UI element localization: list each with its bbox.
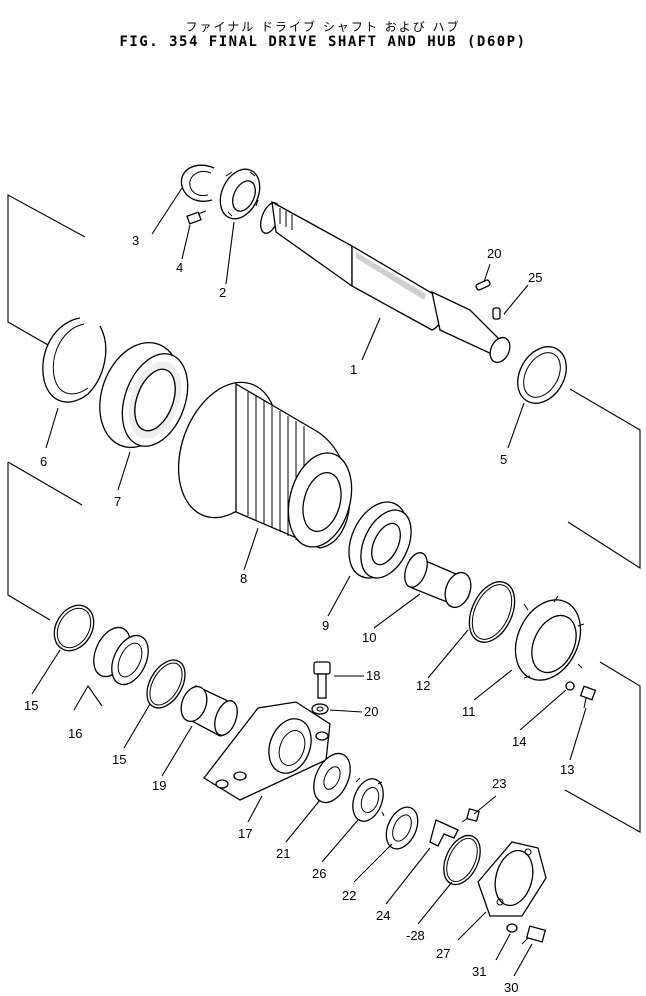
callout-29: -28 (406, 928, 425, 943)
part-20-bushing (180, 685, 238, 737)
part-15-o-ring-second (146, 659, 186, 709)
part-13-bolt (579, 685, 597, 709)
part-8-hub (177, 381, 353, 549)
leader-lines (31, 187, 587, 977)
callout-24: 23 (492, 776, 506, 791)
part-31-washer (506, 923, 518, 933)
part-12-o-ring (468, 581, 516, 643)
callout-31: 31 (472, 964, 486, 979)
callout-2: 2 (219, 285, 226, 300)
callout-20: 19 (152, 778, 166, 793)
callout-14: 14 (512, 734, 526, 749)
part-10-spacer (404, 552, 472, 609)
part-17-support (203, 701, 331, 801)
callout-17: 17 (238, 826, 252, 841)
callout-7: 7 (114, 494, 121, 509)
part-15-o-ring (53, 604, 95, 652)
part-21-key (475, 279, 491, 291)
figure-title-japanese: ファイナル ドライブ シャフト および ハブ (185, 20, 461, 34)
part-22-collar (313, 752, 351, 804)
part-25-lock (429, 819, 459, 847)
part-4-bolt (186, 210, 207, 225)
part-14-washer (565, 681, 575, 691)
callout-3: 3 (132, 233, 139, 248)
part-3-snap-ring (180, 164, 215, 202)
callout-30: 30 (504, 980, 518, 995)
callout-16: 16 (68, 726, 82, 741)
callout-28: 27 (436, 946, 450, 961)
callout-15: 15 (24, 698, 38, 713)
part-16-seal (93, 626, 149, 686)
part-24-bolt (461, 808, 480, 823)
part-2-nut (219, 168, 261, 220)
part-23-lock-plate (385, 806, 419, 850)
callout-25: 24 (376, 908, 390, 923)
callout-19: 20 (364, 704, 378, 719)
section-boundary-lines (7, 194, 641, 833)
callout-6: 6 (40, 454, 47, 469)
callout-18: 18 (366, 668, 380, 683)
part-11-cage (514, 595, 585, 681)
callout-27: 25 (528, 270, 542, 285)
part-27-pin (492, 307, 501, 320)
part-26-nut (352, 777, 385, 822)
callout-13: 13 (560, 762, 574, 777)
part-9-bearing (348, 501, 412, 579)
part-7-bearing (99, 341, 189, 449)
callout-8: 8 (240, 571, 247, 586)
part-18-bolt (313, 661, 331, 699)
part-19-washer (311, 703, 329, 715)
callout-9: 9 (322, 618, 329, 633)
callout-5: 5 (500, 452, 507, 467)
callout-23: 22 (342, 888, 356, 903)
part-30-bolt (521, 925, 547, 945)
callout-26: 26 (312, 866, 326, 881)
callout-21: 20 (487, 246, 501, 261)
part-1-shaft (260, 200, 511, 364)
callout-10: 10 (362, 630, 376, 645)
figure-title: FIG. 354 FINAL DRIVE SHAFT AND HUB (D60P… (119, 34, 527, 50)
callout-22: 21 (276, 846, 290, 861)
part-6-snap-ring (42, 317, 107, 403)
callout-12: 12 (416, 678, 430, 693)
callout-15-second: 15 (112, 752, 126, 767)
callout-4: 4 (176, 260, 183, 275)
part-28-cover (477, 841, 547, 917)
callout-numbers: 3 4 2 1 20 25 5 6 7 8 9 10 12 11 14 13 1… (24, 233, 574, 995)
callout-11: 11 (462, 704, 476, 719)
callout-1: 1 (350, 362, 357, 377)
part-5-seal-ring (517, 346, 567, 404)
